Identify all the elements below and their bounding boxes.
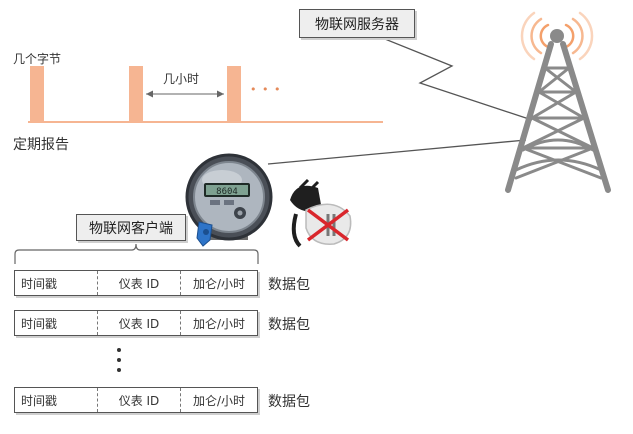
packet-name: 数据包 [268,277,310,293]
smart-meter-icon: 8604 [185,153,273,247]
pulse-bar [129,66,143,122]
data-packet-row: 时间戳 仪表 ID 加仑/小时 [14,310,258,336]
packet-name: 数据包 [268,317,310,333]
packet-rate: 加仑/小时 [180,271,257,295]
iot-server-label: 物联网服务器 [299,9,415,38]
packet-meter-id: 仪表 ID [97,388,180,412]
interval-label: 几小时 [163,72,200,86]
data-packet-row: 时间戳 仪表 ID 加仑/小时 [14,387,258,413]
data-packet-row: 时间戳 仪表 ID 加仑/小时 [14,270,258,296]
meter-display: 8604 [216,187,238,197]
iot-client-label: 物联网客户端 [76,214,186,241]
bytes-label: 几个字节 [13,52,62,66]
packet-timestamp: 时间戳 [21,393,58,408]
packet-meter-id: 仪表 ID [97,271,180,295]
periodic-report-caption: 定期报告 [13,137,69,153]
no-power-plug-icon [290,178,352,248]
pulse-ellipsis: • • • [250,83,282,96]
packet-continuation-dots [117,348,121,372]
packet-meter-id: 仪表 ID [97,311,180,335]
cell-tower-icon [505,11,611,193]
packet-brace [14,243,259,264]
packet-timestamp: 时间戳 [21,316,58,331]
packet-rate: 加仑/小时 [180,388,257,412]
client-link [267,139,527,165]
server-link [374,34,533,121]
pulse-bar [227,66,241,122]
packet-rate: 加仑/小时 [180,311,257,335]
interval-arrow [146,90,224,98]
packet-name: 数据包 [268,394,310,410]
packet-timestamp: 时间戳 [21,276,58,291]
pulse-bar [30,66,44,122]
